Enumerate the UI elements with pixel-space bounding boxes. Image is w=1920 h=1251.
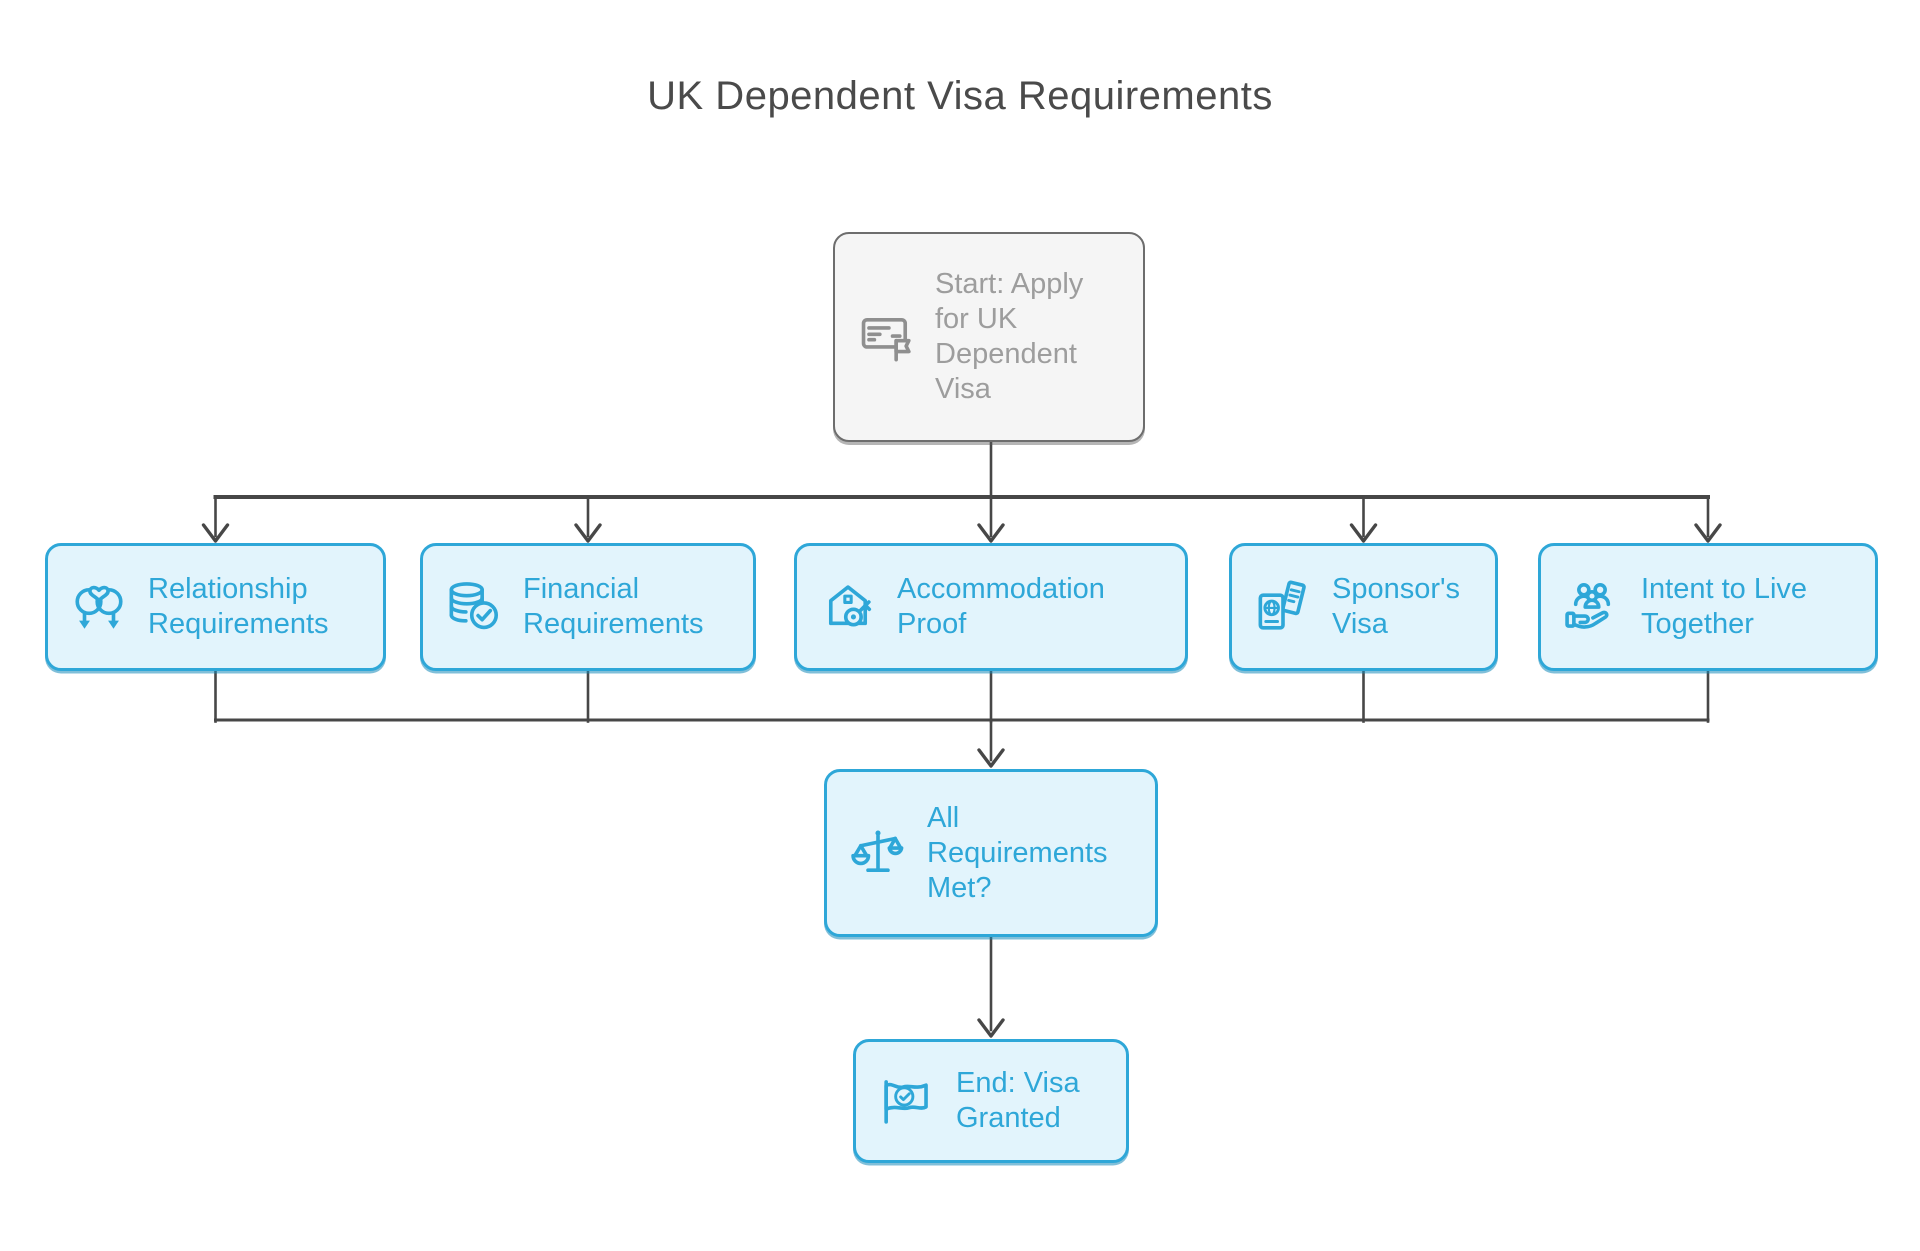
flag-check-icon <box>878 1072 936 1130</box>
arrowhead <box>1349 523 1378 543</box>
node-end-visa-granted: End: Visa Granted <box>853 1039 1129 1163</box>
node-label: Sponsor's Visa <box>1332 573 1461 640</box>
passport-ticket-icon <box>1254 578 1312 636</box>
node-relationship-requirements: Relationship Requirements <box>45 543 386 671</box>
node-accommodation-proof: Accommodation Proof <box>794 543 1188 671</box>
node-financial-requirements: Financial Requirements <box>420 543 756 671</box>
relationship-hearts-icon <box>70 578 128 636</box>
arrowhead <box>574 523 602 543</box>
node-label: Relationship Requirements <box>148 573 329 640</box>
scales-icon <box>849 824 907 882</box>
arrowhead <box>977 523 1005 543</box>
node-sponsors-visa: Sponsor's Visa <box>1229 543 1498 671</box>
family-hand-icon <box>1563 578 1621 636</box>
node-all-requirements-met: All Requirements Met? <box>824 769 1158 937</box>
diagram-title: UK Dependent Visa Requirements <box>647 74 1273 118</box>
node-start-label: Start: Apply for UK Dependent Visa <box>935 268 1084 405</box>
node-label: Intent to Live Together <box>1641 573 1808 640</box>
node-label: Financial Requirements <box>523 573 704 640</box>
arrowhead <box>1694 523 1722 543</box>
arrowhead <box>977 1018 1005 1038</box>
node-label: End: Visa Granted <box>956 1067 1080 1134</box>
house-key-icon <box>819 578 877 636</box>
coins-check-icon <box>445 578 503 636</box>
node-start: Start: Apply for UK Dependent Visa <box>833 232 1145 442</box>
arrowhead <box>201 523 230 543</box>
arrowhead <box>977 748 1005 768</box>
node-label: All Requirements Met? <box>927 801 1108 904</box>
card-flag-icon <box>859 308 917 366</box>
node-intent-to-live-together: Intent to Live Together <box>1538 543 1878 671</box>
node-label: Accommodation Proof <box>897 573 1105 640</box>
